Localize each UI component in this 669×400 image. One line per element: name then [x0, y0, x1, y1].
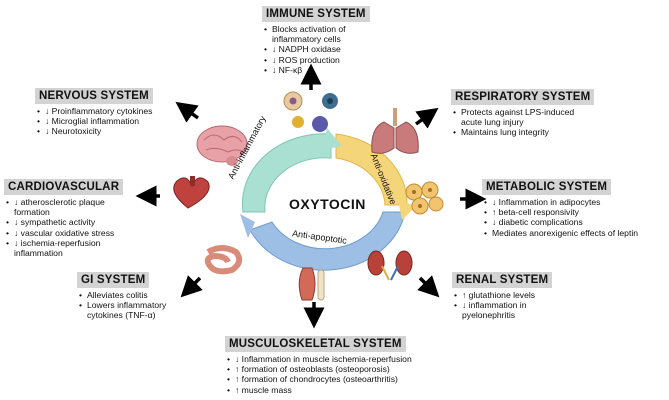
- list-item: ↓ Neurotoxicity: [35, 126, 195, 136]
- list-item: Blocks activation of inflammatory cells: [262, 24, 392, 44]
- list-item: Lowers inflammatory cytokines (TNF-α): [77, 300, 197, 320]
- metabolic-system-list: ↓ Inflammation in adipocytes ↑ beta-cell…: [482, 197, 662, 238]
- list-item: Maintains lung integrity: [451, 127, 621, 137]
- list-item: ↑ glutathione levels: [452, 290, 582, 300]
- list-item: ↑ formation of osteoblasts (osteoporosis…: [225, 364, 475, 374]
- renal-system-list: ↑ glutathione levels ↓ inflammation in p…: [452, 290, 582, 321]
- list-item: ↓ atherosclerotic plaque formation: [4, 197, 134, 217]
- oxytocin-ring: [240, 128, 416, 271]
- system-arrows: [135, 63, 487, 329]
- list-item: ↓ Inflammation in muscle ischemia-reperf…: [225, 354, 475, 364]
- list-item: ↓ sympathetic activity: [4, 217, 154, 227]
- list-item: ↓ NF-κβ: [262, 65, 412, 75]
- list-item: ↑ beta-cell responsivity: [482, 207, 662, 217]
- list-item: ↑ muscle mass: [225, 385, 475, 395]
- metabolic-system-panel: METABOLIC SYSTEM ↓ Inflammation in adipo…: [482, 177, 662, 238]
- ring-arrowhead-2: [398, 200, 416, 220]
- respiratory-system-title: RESPIRATORY SYSTEM: [451, 89, 595, 105]
- gi-system-list: Alleviates colitis Lowers inflammatory c…: [77, 290, 197, 321]
- ring-arrowhead-3: [240, 214, 255, 238]
- respiratory-system-list: Protects against LPS-induced acute lung …: [451, 107, 621, 138]
- list-item: ↓ vascular oxidative stress: [4, 228, 154, 238]
- arrow-respiratory: [414, 107, 439, 129]
- musculoskeletal-system-panel: MUSCULOSKELETAL SYSTEM ↓ Inflammation in…: [225, 334, 475, 395]
- cardiovascular-panel: CARDIOVASCULAR ↓ atherosclerotic plaque …: [4, 177, 154, 258]
- gi-system-panel: GI SYSTEM Alleviates colitis Lowers infl…: [77, 270, 197, 321]
- nervous-system-title: NERVOUS SYSTEM: [35, 88, 153, 104]
- list-item: ↓ inflammation in pyelonephritis: [452, 300, 572, 320]
- kidneys-icon: [367, 250, 413, 281]
- lungs-icon: [371, 108, 419, 154]
- arrow-gi: [180, 275, 203, 298]
- list-item: ↓ Microglial inflammation: [35, 116, 195, 126]
- brain-icon: [196, 125, 248, 166]
- renal-system-title: RENAL SYSTEM: [452, 272, 553, 288]
- cardiovascular-list: ↓ atherosclerotic plaque formation ↓ sym…: [4, 197, 154, 258]
- gi-system-title: GI SYSTEM: [77, 272, 150, 288]
- immune-cells-icon: [283, 91, 338, 132]
- center-label: OXYTOCIN: [289, 196, 366, 212]
- adipocytes-icon: [405, 181, 444, 215]
- musculoskeletal-system-title: MUSCULOSKELETAL SYSTEM: [225, 336, 406, 352]
- nervous-system-panel: NERVOUS SYSTEM ↓ Proinflammatory cytokin…: [35, 86, 195, 137]
- list-item: Mediates anorexigenic effects of leptin: [482, 228, 662, 238]
- list-item: ↓ Proinflammatory cytokines: [35, 106, 195, 116]
- list-item: ↓ Inflammation in adipocytes: [482, 197, 662, 207]
- immune-system-panel: IMMUNE SYSTEM Blocks activation of infla…: [262, 4, 412, 75]
- metabolic-system-title: METABOLIC SYSTEM: [482, 179, 612, 195]
- list-item: ↓ ROS production: [262, 55, 412, 65]
- list-item: ↓ diabetic complications: [482, 217, 662, 227]
- muscle-bone-icon: [298, 267, 325, 301]
- intestine-icon: [204, 245, 243, 275]
- nervous-system-list: ↓ Proinflammatory cytokines ↓ Microglial…: [35, 106, 195, 137]
- list-item: Protects against LPS-induced acute lung …: [451, 107, 581, 127]
- ring-arrowhead-1: [322, 128, 342, 150]
- list-item: ↓ NADPH oxidase: [262, 44, 412, 54]
- respiratory-system-panel: RESPIRATORY SYSTEM Protects against LPS-…: [451, 87, 621, 138]
- immune-system-title: IMMUNE SYSTEM: [262, 6, 370, 22]
- list-item: ↑ formation of chondrocytes (osteoarthri…: [225, 374, 475, 384]
- heart-icon: [173, 176, 210, 209]
- list-item: ↓ ischemia-reperfusion inflammation: [4, 238, 144, 258]
- list-item: Alleviates colitis: [77, 290, 197, 300]
- arrow-renal: [417, 275, 440, 298]
- immune-system-list: Blocks activation of inflammatory cells …: [262, 24, 412, 75]
- musculoskeletal-system-list: ↓ Inflammation in muscle ischemia-reperf…: [225, 354, 475, 395]
- renal-system-panel: RENAL SYSTEM ↑ glutathione levels ↓ infl…: [452, 270, 582, 321]
- cardiovascular-title: CARDIOVASCULAR: [4, 179, 124, 195]
